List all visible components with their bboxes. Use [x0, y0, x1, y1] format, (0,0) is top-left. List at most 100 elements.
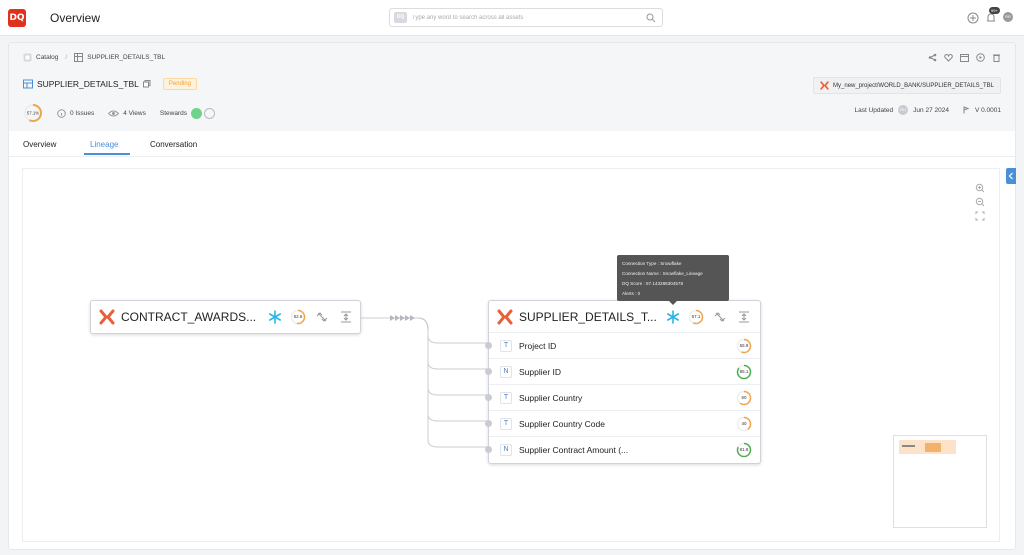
minimap[interactable]	[893, 435, 987, 528]
column-score: 60	[736, 390, 752, 406]
side-panel-toggle[interactable]	[1006, 168, 1016, 184]
snowflake-icon	[268, 310, 281, 324]
last-updated-label: Last Updated	[854, 106, 894, 114]
issues-count: 0 Issues	[70, 109, 95, 117]
column-score: 55.9	[736, 338, 752, 354]
column-name: Supplier ID	[519, 367, 562, 377]
chevron-left-icon	[1008, 172, 1013, 180]
tooltip-dq-score: DQ Score : 57.143286304578	[622, 281, 684, 286]
column-name: Supplier Country Code	[519, 419, 605, 429]
search-input[interactable]	[412, 11, 632, 25]
share-icon[interactable]	[928, 53, 937, 62]
project-logo-icon	[820, 81, 829, 90]
minimap-source-node	[902, 445, 915, 447]
expand-icon[interactable]	[340, 311, 352, 323]
minimap-target-node	[925, 443, 941, 452]
copy-icon[interactable]	[142, 80, 151, 88]
lineage-node-source[interactable]: CONTRACT_AWARDS... 52.6	[90, 300, 361, 334]
node-header: CONTRACT_AWARDS... 52.6	[91, 301, 360, 334]
top-bar: DQ Overview DQ 99+ RR	[0, 0, 1024, 36]
play-icon[interactable]	[976, 53, 985, 62]
node-score: 57.1	[688, 309, 704, 325]
bell-icon[interactable]	[984, 11, 998, 25]
column-type-icon: T	[500, 418, 512, 430]
page-title: Overview	[50, 11, 101, 25]
column-score-value: 55.9	[739, 343, 749, 348]
catalog-icon	[23, 53, 32, 62]
info-icon	[57, 108, 66, 118]
column-score-value: 85.1	[739, 369, 749, 374]
column-score: 81.8	[736, 442, 752, 458]
calendar-icon[interactable]	[960, 53, 969, 62]
views-stat: 4 Views	[108, 109, 146, 118]
tooltip-alerts: Alerts : 0	[622, 291, 641, 296]
last-updated: Last Updated RU Jun 27 2024 V 0.0001	[854, 105, 1001, 115]
column-score: 40	[736, 416, 752, 432]
stewards: Stewards	[160, 107, 215, 119]
tab-conversation[interactable]: Conversation	[150, 140, 198, 149]
project-path-text: My_new_project/WORLD_BANK/SUPPLIER_DETAI…	[833, 82, 994, 89]
zoom-in-icon[interactable]	[975, 183, 985, 193]
breadcrumb: Catalog / SUPPLIER_DETAILS_TBL	[23, 53, 165, 62]
asset-score-value: 57.1%	[27, 111, 39, 116]
tooltip-connection-type: Connection Type : Snowflake	[622, 261, 682, 266]
heart-icon[interactable]	[944, 53, 953, 62]
lineage-node-target[interactable]: SUPPLIER_DETAILS_T... 57.1 T Project ID 55…	[485, 300, 761, 464]
column-port[interactable]	[485, 342, 492, 349]
connection-tooltip: Connection Type : Snowflake Connection N…	[617, 255, 729, 305]
project-logo-icon	[99, 309, 115, 325]
global-search[interactable]: DQ	[389, 8, 663, 27]
notification-count: 99+	[989, 7, 1000, 14]
active-tab-indicator	[84, 153, 130, 155]
column-score-value: 60	[741, 395, 747, 400]
issues-stat[interactable]: 0 Issues	[57, 108, 95, 118]
table-icon	[23, 79, 33, 89]
node-name: SUPPLIER_DETAILS_T...	[519, 310, 657, 324]
column-port[interactable]	[485, 446, 492, 453]
column-name: Project ID	[519, 341, 557, 351]
add-steward-icon[interactable]	[203, 107, 215, 119]
tab-bar: Overview Lineage Conversation	[9, 133, 1015, 157]
tab-overview[interactable]: Overview	[23, 140, 57, 149]
minimap-viewport[interactable]	[899, 440, 956, 454]
column-port[interactable]	[485, 394, 492, 401]
status-badge: Pending	[162, 78, 197, 90]
updater-avatar: RU	[898, 105, 909, 115]
node-score-value: 57.1	[691, 314, 701, 319]
project-logo-icon	[497, 309, 513, 325]
column-name: Supplier Contract Amount (...	[519, 445, 629, 455]
column-type-icon: N	[500, 366, 512, 378]
column-port[interactable]	[485, 420, 492, 427]
dq-logo[interactable]: DQ	[8, 9, 26, 27]
column-row[interactable]: T Supplier Country Code 40	[485, 410, 760, 436]
node-score-value: 52.6	[293, 314, 303, 319]
column-row[interactable]: N Supplier ID 85.1	[485, 358, 760, 384]
column-port[interactable]	[485, 368, 492, 375]
node-score: 52.6	[290, 309, 306, 325]
add-icon[interactable]	[966, 11, 980, 25]
tab-lineage[interactable]: Lineage	[90, 140, 119, 149]
views-count: 4 Views	[123, 109, 146, 117]
breadcrumb-table[interactable]: SUPPLIER_DETAILS_TBL	[87, 54, 166, 61]
project-path[interactable]: My_new_project/WORLD_BANK/SUPPLIER_DETAI…	[813, 77, 1001, 94]
column-score-value: 40	[741, 421, 747, 426]
asset-name: SUPPLIER_DETAILS_TBL	[37, 79, 139, 89]
node-header: SUPPLIER_DETAILS_T... 57.1	[489, 301, 760, 334]
search-icon[interactable]	[646, 13, 656, 23]
asset-actions	[928, 53, 1001, 62]
zoom-out-icon[interactable]	[975, 197, 985, 207]
unlink-icon[interactable]	[714, 311, 726, 323]
asset-stats: 57.1% 0 Issues 4 Views Stewards	[23, 103, 215, 123]
user-avatar[interactable]: RR	[1003, 12, 1013, 22]
snowflake-icon[interactable]	[666, 310, 680, 324]
fit-view-icon[interactable]	[975, 211, 985, 221]
delete-icon[interactable]	[992, 53, 1001, 62]
breadcrumb-catalog[interactable]: Catalog	[36, 54, 59, 61]
steward-avatar[interactable]	[190, 107, 202, 119]
column-type-icon: T	[500, 392, 512, 404]
unlink-icon[interactable]	[316, 311, 328, 323]
expand-icon[interactable]	[738, 311, 750, 323]
